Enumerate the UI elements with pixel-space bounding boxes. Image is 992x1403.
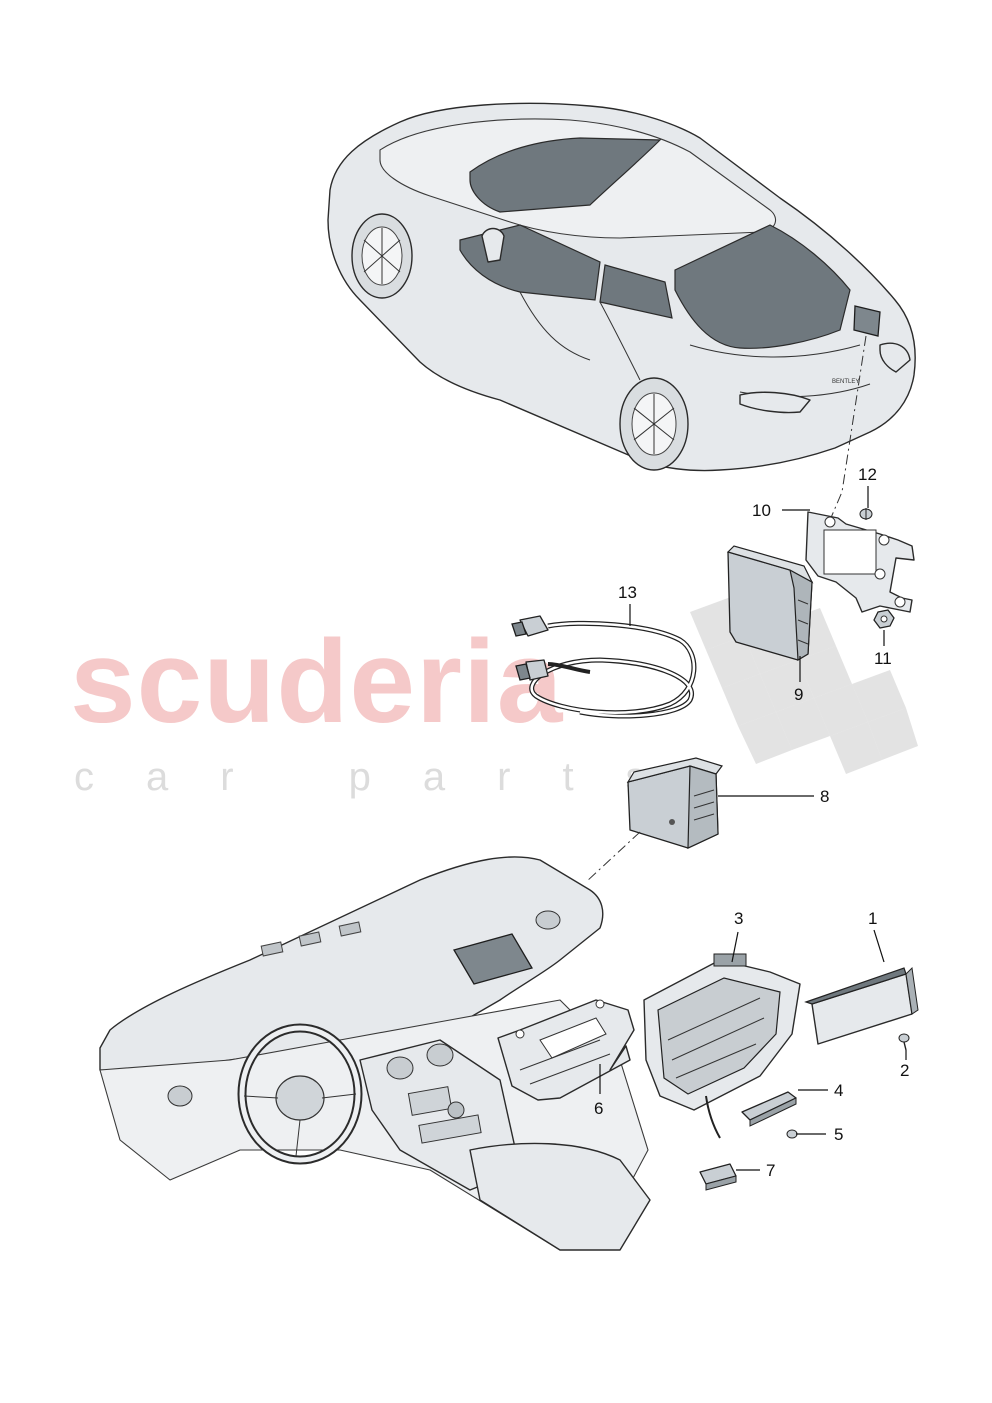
leader-lines xyxy=(599,486,907,1171)
car-rear-window xyxy=(674,224,851,349)
callout-8: 8 xyxy=(820,787,829,806)
part-8-unit[interactable] xyxy=(626,757,723,849)
car-control-unit-location xyxy=(853,305,881,337)
callout-9: 9 xyxy=(794,685,803,704)
car-side-window-rear xyxy=(599,264,673,319)
part-9-control-unit[interactable] xyxy=(726,545,814,662)
car-illustration: BENTLEY xyxy=(327,102,916,472)
part-4-bar[interactable] xyxy=(741,1091,797,1127)
callout-13: 13 xyxy=(618,583,637,602)
watermark-checker-flag xyxy=(690,584,918,774)
connector-dash-to-unit xyxy=(585,831,641,883)
car-tail-light-left xyxy=(739,391,811,414)
car-tail-light-right xyxy=(879,342,911,373)
callout-labels: 1 2 3 4 5 6 7 8 9 10 11 12 13 xyxy=(594,465,909,1180)
part-13-cable[interactable] xyxy=(511,615,697,719)
armrest xyxy=(469,1142,651,1251)
part-3-housing[interactable] xyxy=(643,953,801,1139)
part-12-screw[interactable] xyxy=(859,508,873,520)
car-windscreen xyxy=(469,137,662,213)
callout-10: 10 xyxy=(752,501,771,520)
part-11-nut[interactable] xyxy=(873,609,895,629)
car-wheel-front xyxy=(351,213,413,299)
callout-1: 1 xyxy=(868,909,877,928)
callout-3: 3 xyxy=(734,909,743,928)
callout-12: 12 xyxy=(858,465,877,484)
dashboard-illustration xyxy=(99,856,651,1251)
part-5-screw[interactable] xyxy=(786,1129,798,1139)
car-badge: BENTLEY xyxy=(832,379,859,385)
car-mirror xyxy=(481,227,505,263)
callout-2: 2 xyxy=(900,1061,909,1080)
callout-7: 7 xyxy=(766,1161,775,1180)
dashboard-display-location xyxy=(453,933,533,985)
part-1-display[interactable] xyxy=(804,966,919,1045)
callout-11: 11 xyxy=(874,649,892,668)
callout-6: 6 xyxy=(594,1099,603,1118)
part-7-module[interactable] xyxy=(699,1163,737,1191)
watermark-main-text: scuderia xyxy=(70,616,564,748)
steering-wheel xyxy=(237,1023,363,1165)
watermark-sub-text: car parts xyxy=(74,755,698,799)
part-10-bracket[interactable] xyxy=(805,511,915,613)
callout-5: 5 xyxy=(834,1125,843,1144)
part-2-screw[interactable] xyxy=(898,1033,910,1051)
watermark: scuderia car parts xyxy=(70,584,918,799)
callout-4: 4 xyxy=(834,1081,843,1100)
car-wheel-rear xyxy=(619,377,689,471)
